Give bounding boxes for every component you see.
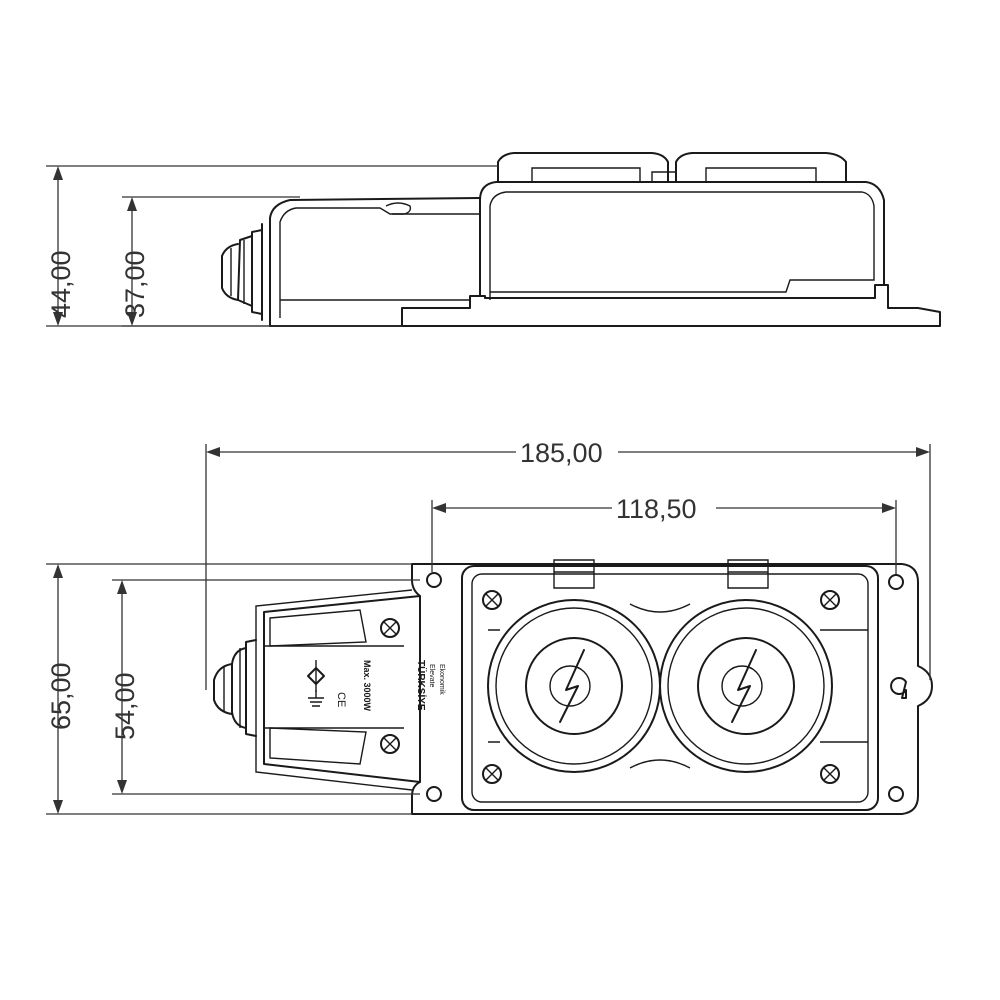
brand-sub-label-1: Elevate — [428, 664, 435, 687]
dim-length-total-label: 185,00 — [520, 438, 603, 468]
plug-symbol-icon — [307, 660, 325, 692]
side-lid-left — [497, 152, 669, 183]
brand-label: TÜRKSİYE — [415, 660, 428, 711]
mount-hole-top-left — [426, 572, 442, 588]
keyhole-slot — [890, 677, 907, 699]
side-base-flange — [269, 284, 941, 327]
ce-mark: CE — [335, 692, 347, 707]
top-cable-channel — [263, 595, 421, 783]
top-view: CE Max. 3000W TÜRKSİYE Elevate Ekonomik — [213, 559, 933, 815]
top-inner-box — [461, 565, 879, 811]
side-dimension-height-body: 37,00 — [120, 196, 300, 327]
product-markings: CE Max. 3000W TÜRKSİYE Elevate Ekonomik — [307, 660, 445, 712]
side-lid-right — [675, 152, 847, 183]
top-cable-gland — [213, 639, 257, 737]
max-power-label: Max. 3000W — [362, 660, 372, 712]
top-dimension-hole-spacing: 118,50 — [431, 488, 897, 574]
side-body-inner-line — [489, 191, 875, 300]
dim-height-body-label: 37,00 — [120, 250, 150, 318]
brand-sub-label-2: Ekonomik — [438, 664, 445, 695]
dim-width-total-label: 65,00 — [46, 662, 76, 730]
top-outer-flange — [411, 563, 933, 815]
lightning-logo-icon — [721, 649, 763, 723]
screw-icon — [380, 590, 840, 784]
side-main-body — [479, 181, 885, 297]
side-cable-housing — [269, 197, 481, 327]
ground-symbol-icon — [308, 690, 324, 707]
socket-left — [487, 559, 661, 773]
dim-width-body-label: 54,00 — [110, 672, 140, 740]
top-dimension-width-total: 65,00 — [46, 563, 412, 815]
mount-hole-top-right — [888, 574, 904, 590]
socket-right — [659, 559, 833, 773]
lightning-logo-icon — [549, 649, 591, 723]
mount-hole-bottom-left — [426, 786, 442, 802]
top-dimension-length-total: 185,00 — [205, 432, 931, 690]
side-dimension-height-total: 44,00 — [46, 165, 498, 327]
top-dimension-width-body: 54,00 — [110, 579, 420, 795]
dim-hole-spacing-label: 118,50 — [616, 494, 697, 524]
mount-hole-bottom-right — [888, 786, 904, 802]
dim-height-total-label: 44,00 — [46, 250, 76, 318]
side-view — [221, 152, 941, 327]
side-cable-gland — [251, 223, 263, 321]
